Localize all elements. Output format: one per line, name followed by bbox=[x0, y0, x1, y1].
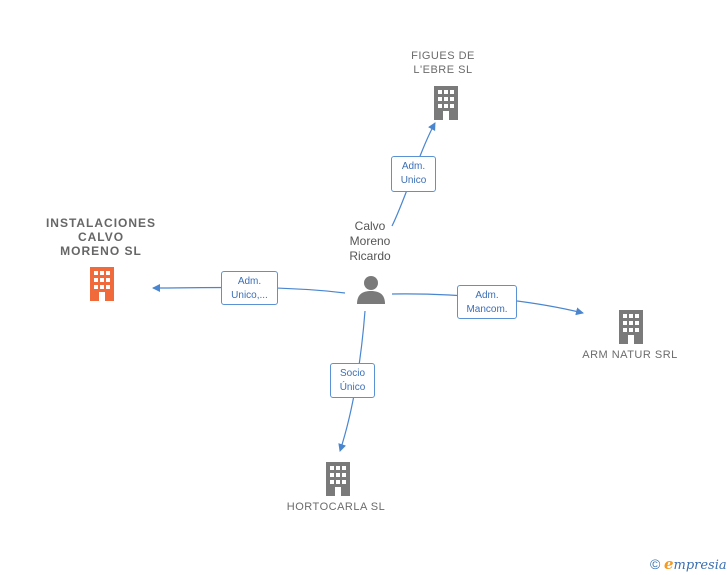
company-label-arm[interactable]: ARM NATUR SRL bbox=[582, 349, 678, 361]
person-label[interactable]: Calvo Moreno Ricardo bbox=[349, 219, 391, 263]
edge-label-hortocarla[interactable]: Socio Único bbox=[330, 363, 375, 398]
edge-label-instalaciones[interactable]: Adm. Unico,... bbox=[221, 271, 278, 305]
copyright-footer: © empresia bbox=[650, 555, 727, 573]
company-label-hortocarla[interactable]: HORTOCARLA SL bbox=[286, 501, 386, 513]
person-icon[interactable] bbox=[356, 274, 386, 309]
brand-logo-initial: e bbox=[663, 555, 674, 573]
building-icon[interactable] bbox=[87, 265, 117, 306]
copyright-icon: © bbox=[650, 556, 661, 572]
edge-label-figues[interactable]: Adm. Unico bbox=[391, 156, 436, 192]
company-label-instalaciones[interactable]: INSTALACIONES CALVO MORENO SL bbox=[45, 216, 157, 258]
brand-logo-text: mpresia bbox=[673, 558, 727, 573]
building-icon[interactable] bbox=[323, 460, 353, 501]
company-label-figues[interactable]: FIGUES DE L'EBRE SL bbox=[411, 50, 475, 76]
building-icon[interactable] bbox=[616, 308, 646, 349]
building-icon[interactable] bbox=[431, 84, 461, 125]
edge-label-arm[interactable]: Adm. Mancom. bbox=[457, 285, 517, 319]
